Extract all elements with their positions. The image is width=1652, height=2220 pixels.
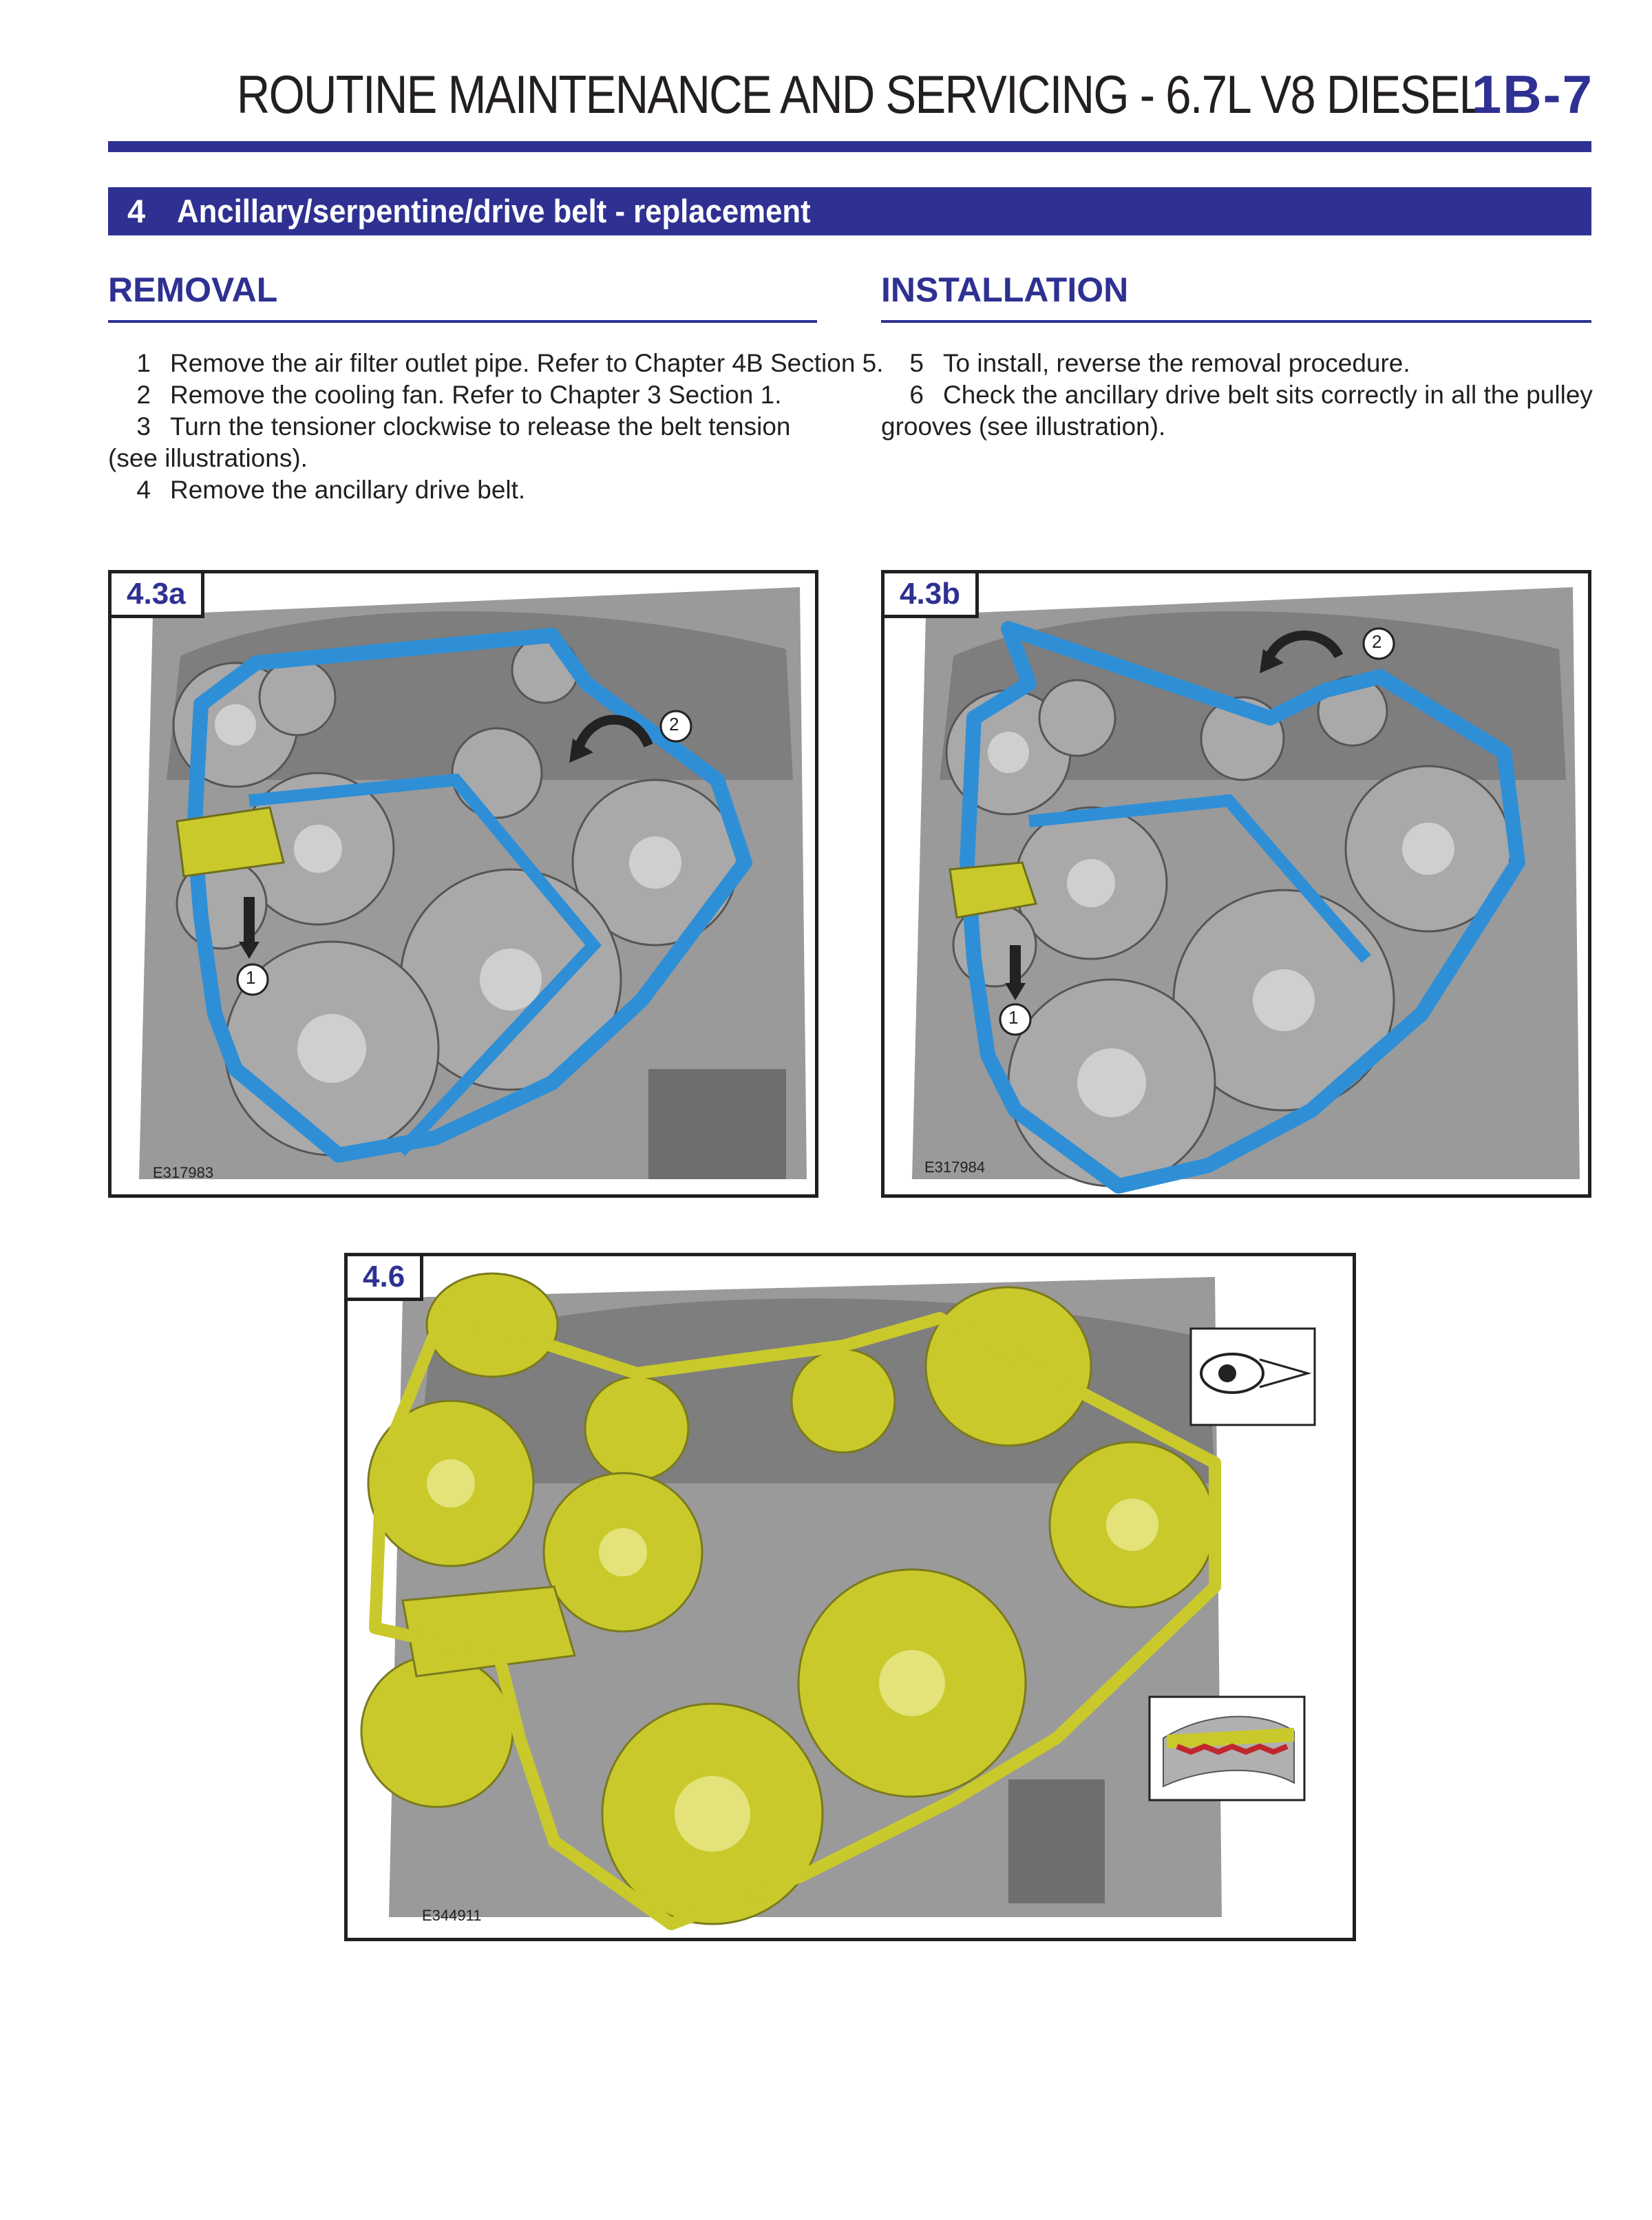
belt-illustration-4-6 (348, 1256, 1353, 1938)
belt-illustration-4-3b (885, 573, 1588, 1194)
figure-label: 4.6 (348, 1256, 424, 1301)
callout-2: 2 (669, 714, 679, 734)
callout-2: 2 (1372, 631, 1382, 652)
figure-label: 4.3b (885, 573, 979, 618)
running-header-title: ROUTINE MAINTENANCE AND SERVICING - 6.7L… (236, 64, 1485, 125)
figure-4-3b: 4.3b 1 2 E317984 (881, 570, 1591, 1198)
figure-4-3a: 4.3a 1 2 E317983 (108, 570, 818, 1198)
removal-heading: REMOVAL (108, 271, 278, 309)
section-title-bar: 4 Ancillary/serpentine/drive belt - repl… (108, 187, 1591, 235)
section-number: 4 (127, 193, 146, 229)
installation-heading: INSTALLATION (881, 271, 1129, 309)
installation-rule (881, 320, 1591, 323)
figure-label: 4.3a (112, 573, 204, 618)
callout-1: 1 (1008, 1007, 1019, 1028)
step-6-continued: grooves (see illustration). (881, 412, 1166, 441)
belt-illustration-4-3a (112, 573, 815, 1194)
header-rule (108, 141, 1591, 152)
figure-4-6: 4.6 E344911 (344, 1253, 1356, 1941)
step-3-continued: (see illustrations). (108, 444, 308, 472)
page-number: 1B-7 (1471, 64, 1593, 125)
callout-1: 1 (246, 967, 256, 988)
figure-code: E317983 (153, 1164, 214, 1181)
removal-rule (108, 320, 817, 323)
section-title: Ancillary/serpentine/drive belt - replac… (177, 193, 811, 229)
figure-code: E344911 (422, 1907, 482, 1924)
figure-code: E317984 (924, 1159, 986, 1176)
